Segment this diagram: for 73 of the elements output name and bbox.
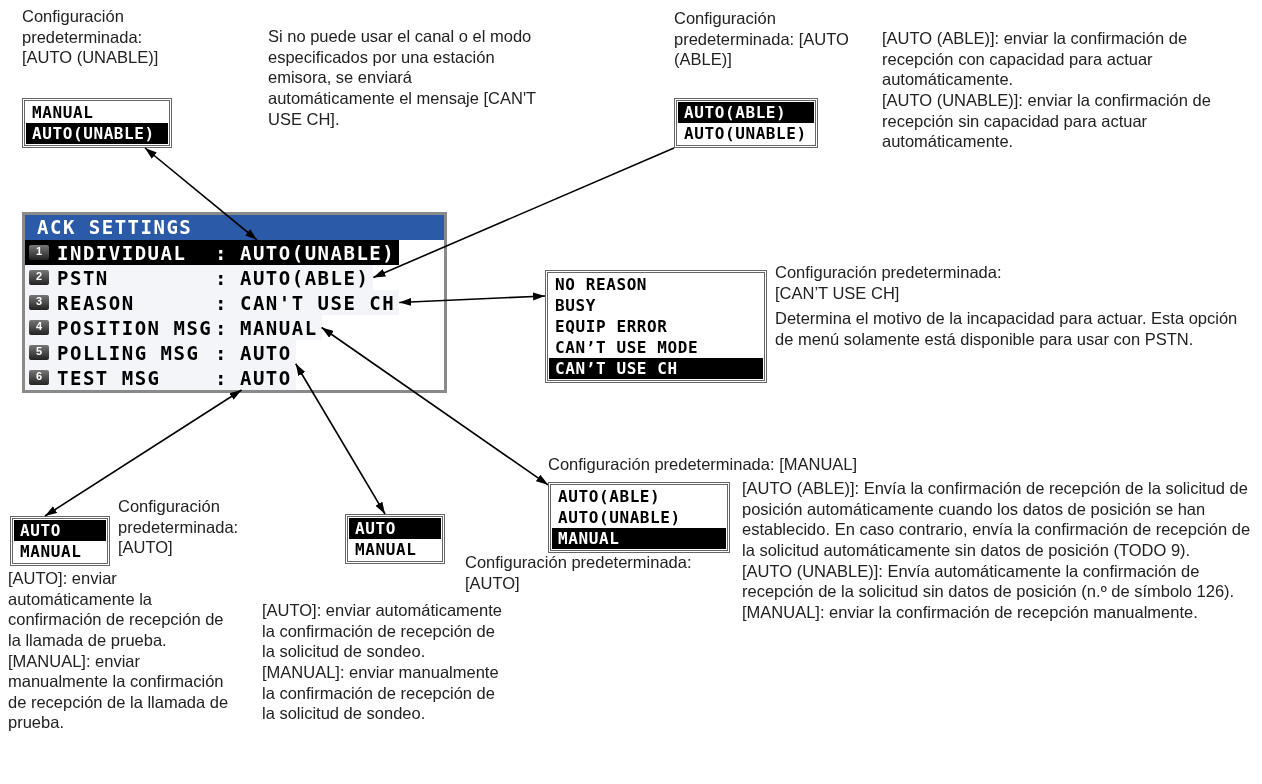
note-text: Si no puede usar el canal o el modo especificados por una estación emisora, se enviará automáticamente el mensaje [CAN'T USE CH]. (268, 26, 537, 130)
menu-item-label: TEST MSG (57, 366, 162, 389)
menu-option: BUSY (549, 295, 763, 316)
settings-menu-screen (22, 212, 447, 393)
description-text: [AUTO]: enviar automáticamente la confirmación de recepción de la solicitud de sondeo. (262, 600, 503, 662)
arrow (372, 147, 675, 279)
description-text: [MANUAL]: enviar manualmente la confirmación de recepción de la llamada de prueba. (8, 650, 230, 733)
menu-option: MANUAL (26, 102, 168, 123)
double-headed-arrow (294, 362, 386, 515)
setting-value: AUTO(ABLE) (239, 266, 370, 289)
menu-option: EQUIP ERROR (549, 316, 763, 337)
option-list-popup (545, 270, 767, 383)
description-text: [AUTO (UNABLE)]: enviar la confirmación de recepción sin capacidad para actuar automáticamente. (882, 89, 1212, 152)
default-setting-note: Configuración predeterminada: [MANUAL] (548, 454, 859, 475)
setting-value: MANUAL (239, 316, 318, 339)
menu-item-label: REASON (57, 291, 136, 314)
description-text: [AUTO (ABLE)]: enviar la confirmación de recepción con capacidad para actuar automáticamente. (882, 28, 1189, 90)
description-text: [AUTO (UNABLE)]: Envía automáticamente la confirmación de recepción de la solicitud sin datos de posición (n.º de símbolo 126). (742, 560, 1236, 602)
double-headed-arrow (320, 326, 549, 486)
separator-colon: : (215, 291, 228, 314)
menu-option: AUTO(UNABLE) (678, 123, 814, 144)
menu-row (25, 365, 296, 390)
menu-row (25, 265, 374, 290)
default-setting-note: Configuración predeterminada: [AUTO (UNABLE)] (22, 6, 160, 68)
setting-value: AUTO (239, 366, 292, 389)
default-setting-note: Configuración predeterminada: [AUTO] (465, 552, 693, 594)
number-key: 1 (29, 245, 49, 260)
option-list-popup (10, 516, 110, 566)
option-list-popup (548, 482, 730, 553)
description-text: [AUTO]: enviar automáticamente la confirmación de recepción de la llamada de prueba. (8, 568, 225, 651)
separator-colon: : (215, 341, 228, 364)
menu-item-label: PSTN (57, 266, 110, 289)
selected-menu-row (25, 240, 400, 265)
option-list-popup (345, 514, 445, 564)
number-key: 2 (29, 270, 49, 285)
number-key: 6 (29, 370, 49, 385)
default-setting-note: Configuración predeterminada: [AUTO] (118, 496, 240, 558)
double-headed-arrow (144, 147, 258, 241)
setting-value: CAN'T USE CH (239, 291, 396, 314)
description-text: Determina el motivo de la incapacidad para actuar. Esta opción de menú solamente está disponible para usar con PSTN. (775, 308, 1239, 350)
menu-option: NO REASON (549, 274, 763, 295)
separator-colon: : (215, 266, 228, 289)
selected-menu-option: AUTO(ABLE) (678, 102, 814, 123)
menu-option: MANUAL (14, 541, 106, 562)
separator-colon: : (215, 241, 228, 264)
setting-value: AUTO(UNABLE) (239, 241, 396, 264)
default-setting-note: Configuración predeterminada: [CAN’T USE CH] (775, 262, 1003, 304)
menu-title-bar: ACK SETTINGS (25, 215, 444, 240)
selected-menu-option: AUTO(UNABLE) (26, 123, 168, 144)
separator-colon: : (215, 366, 228, 389)
default-setting-note: Configuración predeterminada: [AUTO (ABLE)] (674, 8, 849, 70)
double-headed-arrow (398, 292, 546, 306)
selected-menu-option: AUTO (14, 520, 106, 541)
description-text: [MANUAL]: enviar la confirmación de recepción manualmente. (742, 601, 1199, 623)
menu-option: AUTO(UNABLE) (552, 507, 726, 528)
menu-item-label: INDIVIDUAL (57, 241, 188, 264)
number-key: 5 (29, 345, 49, 360)
description-text: [MANUAL]: enviar manualmente la confirmación de recepción de la solicitud de sondeo. (262, 661, 500, 724)
menu-item-label: POLLING MSG (57, 341, 201, 364)
menu-item-label: POSITION MSG (57, 316, 214, 339)
menu-option: CAN’T USE MODE (549, 337, 763, 358)
selected-menu-option: AUTO (349, 518, 441, 539)
description-text: [AUTO (ABLE)]: Envía la confirmación de recepción de la solicitud de posición automáticamente cuando los datos de posición se han establecido. En caso contrario, envía la confirmación de recepción de la solicitud automáticamente sin datos de posición (TODO 9). (742, 478, 1252, 561)
number-key: 3 (29, 295, 49, 310)
option-list-popup (674, 98, 818, 148)
selected-menu-option: CAN’T USE CH (549, 358, 763, 379)
selected-menu-option: MANUAL (552, 528, 726, 549)
menu-option: AUTO(ABLE) (552, 486, 726, 507)
option-list-popup (22, 98, 172, 148)
number-key: 4 (29, 320, 49, 335)
setting-value: AUTO (239, 341, 292, 364)
menu-option: MANUAL (349, 539, 441, 560)
separator-colon: : (215, 316, 228, 339)
